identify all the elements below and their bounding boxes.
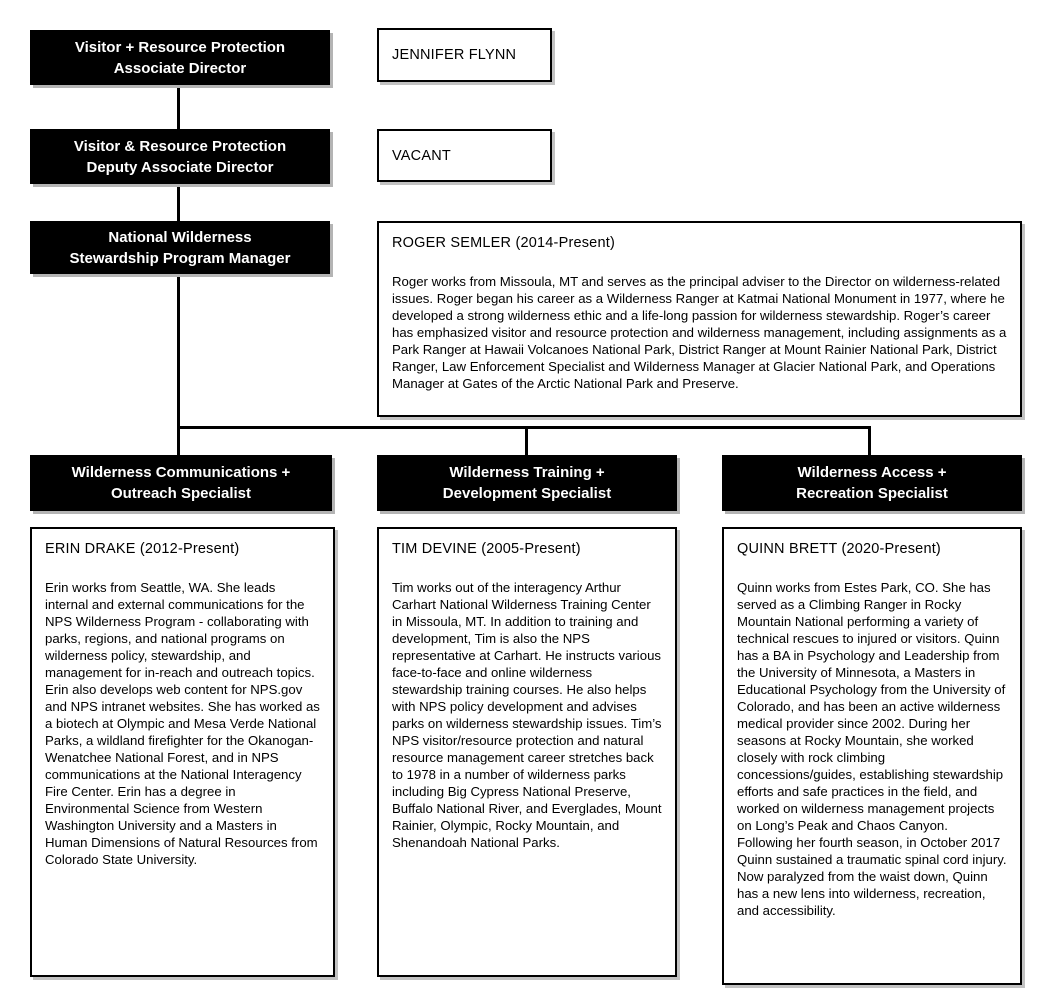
- bio-text-roger-semler: Roger works from Missoula, MT and serves…: [392, 274, 1007, 391]
- connector-horizontal-bar: [177, 426, 871, 429]
- role-box-associate-director: Visitor + Resource Protection Associate …: [30, 30, 330, 85]
- name-box-associate-director: JENNIFER FLYNN: [377, 28, 552, 82]
- connector-drop-middle: [525, 426, 528, 455]
- connector-associate-to-deputy: [177, 85, 180, 129]
- bio-name-tim-devine: TIM DEVINE (2005-Present): [392, 541, 581, 557]
- bio-text-tim-devine: Tim works out of the interagency Arthur …: [392, 580, 662, 850]
- bio-name-quinn-brett: QUINN BRETT (2020-Present): [737, 541, 941, 557]
- role-box-program-manager: National Wilderness Stewardship Program …: [30, 221, 330, 274]
- role-box-deputy-associate-director: Visitor & Resource Protection Deputy Ass…: [30, 129, 330, 184]
- bio-box-quinn-brett: QUINN BRETT (2020-Present) Quinn works f…: [722, 527, 1022, 985]
- name-box-deputy-associate-director: VACANT: [377, 129, 552, 182]
- connector-drop-right: [868, 426, 871, 455]
- bio-box-tim-devine: TIM DEVINE (2005-Present) Tim works out …: [377, 527, 677, 977]
- connector-deputy-to-manager: [177, 184, 180, 221]
- role-box-training-development-specialist: Wilderness Training + Development Specia…: [377, 455, 677, 511]
- bio-box-erin-drake: ERIN DRAKE (2012-Present) Erin works fro…: [30, 527, 335, 977]
- role-box-access-recreation-specialist: Wilderness Access + Recreation Specialis…: [722, 455, 1022, 511]
- role-box-communications-outreach-specialist: Wilderness Communications + Outreach Spe…: [30, 455, 332, 511]
- bio-text-quinn-brett: Quinn works from Estes Park, CO. She has…: [737, 580, 1007, 918]
- connector-manager-to-left: [177, 274, 180, 455]
- bio-text-erin-drake: Erin works from Seattle, WA. She leads i…: [45, 580, 320, 867]
- bio-name-erin-drake: ERIN DRAKE (2012-Present): [45, 541, 240, 557]
- bio-name-roger-semler: ROGER SEMLER (2014-Present): [392, 235, 615, 251]
- bio-box-roger-semler: ROGER SEMLER (2014-Present) Roger works …: [377, 221, 1022, 417]
